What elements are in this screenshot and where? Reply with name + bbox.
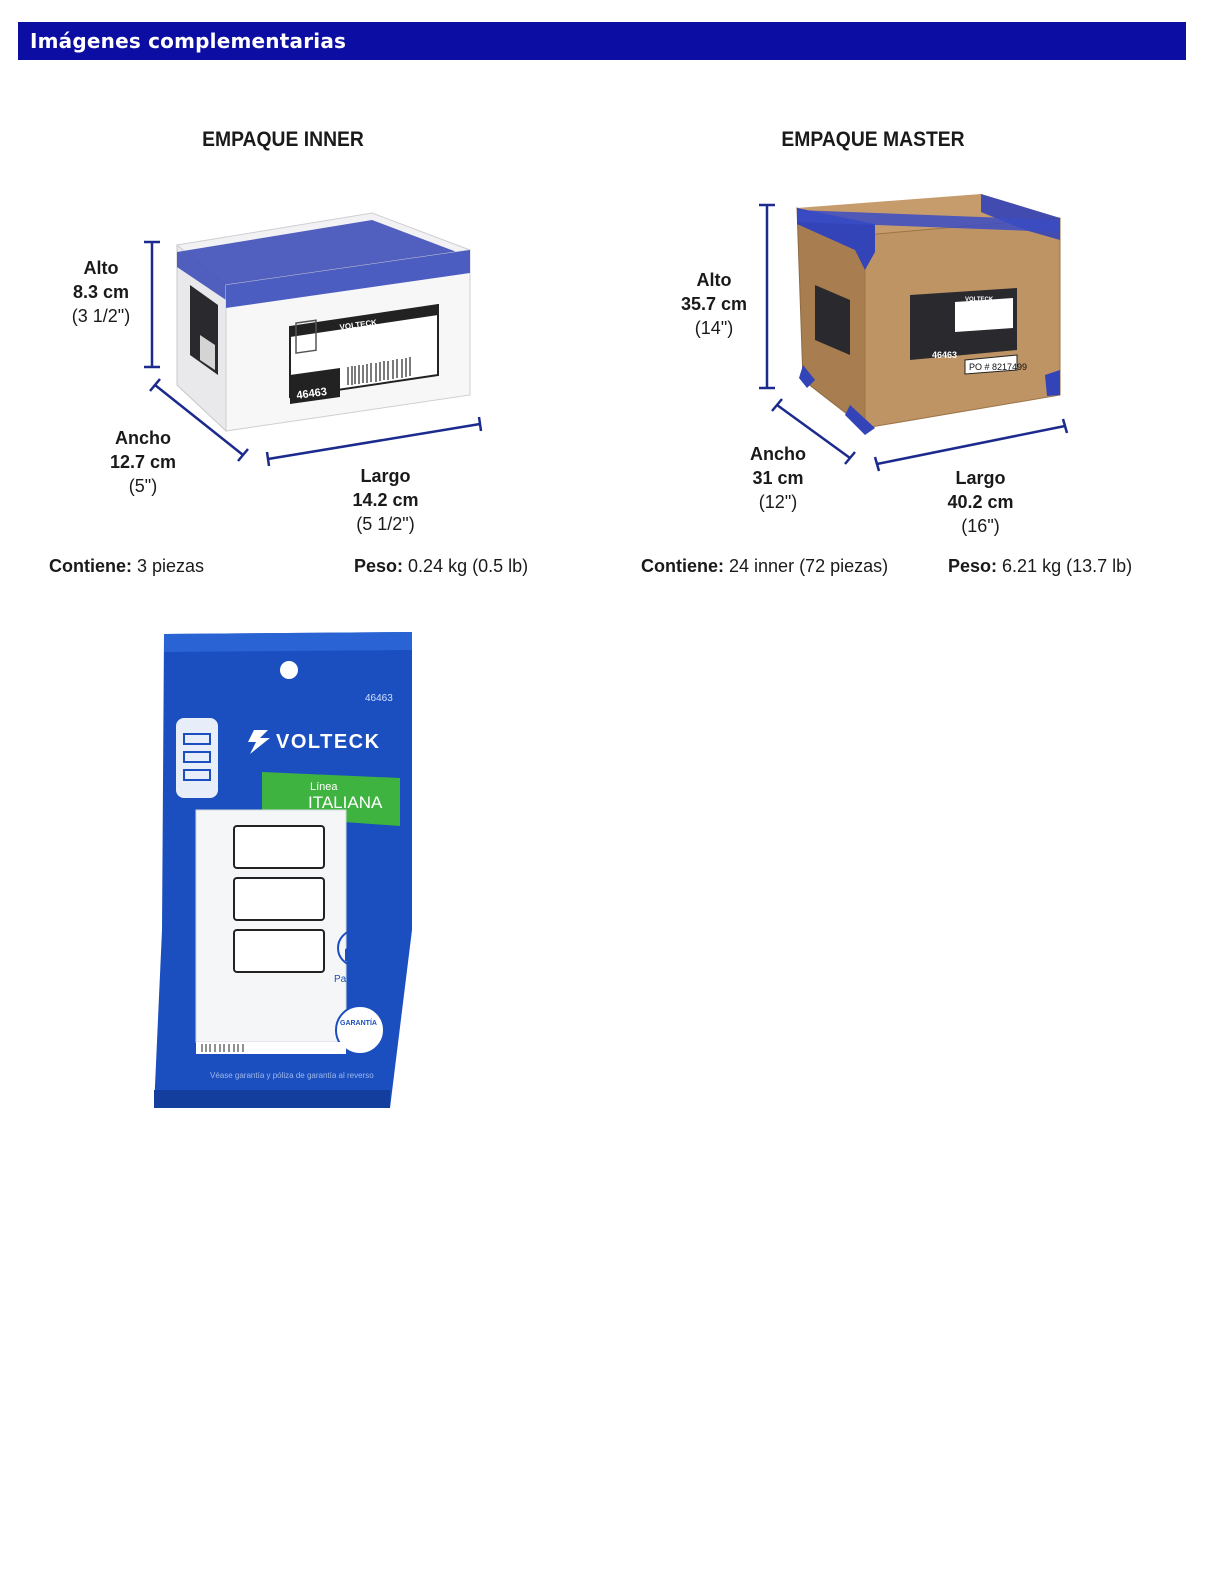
master-alto: Alto 35.7 cm (14")	[680, 270, 748, 338]
master-box-po: PO # 8217499	[969, 362, 1027, 372]
hang-hole-icon	[280, 661, 298, 679]
inner-peso: Peso: 0.24 kg (0.5 lb)	[354, 556, 529, 576]
master-title: EMPAQUE MASTER	[781, 128, 965, 151]
master-ancho: Ancho 31 cm (12")	[750, 444, 806, 512]
switch-rocker-1	[233, 825, 325, 869]
inner-largo: Largo 14.2 cm (5 1/2")	[352, 466, 419, 534]
volteck-logo-icon	[248, 730, 270, 754]
package-footer: Véase garantía y póliza de garantía al r…	[210, 1071, 374, 1080]
product-brand: VOLTECK	[276, 731, 381, 753]
guarantee-seal-icon	[335, 1005, 385, 1055]
master-box-illustration: 46463 PO # 8217499 VOLTECK	[759, 194, 1069, 472]
line-small: Línea	[310, 781, 338, 793]
switch-rocker-2	[233, 877, 325, 921]
master-box-brand: VOLTECK	[965, 297, 994, 303]
product-package-image: 46463 VOLTECK Línea ITALIANA Para interi…	[154, 632, 412, 1108]
product-code: 46463	[365, 693, 393, 704]
master-box-code: 46463	[932, 350, 957, 360]
inner-box-illustration: 46463 VOLTECK	[144, 212, 483, 467]
master-peso: Peso: 6.21 kg (13.7 lb)	[948, 556, 1133, 576]
indoor-label-en: Indoor	[346, 985, 375, 996]
master-largo: Largo 40.2 cm (16")	[947, 468, 1014, 536]
guarantee-label: GARANTÍA	[340, 1018, 377, 1027]
section-header: Imágenes complementarias	[18, 22, 1186, 60]
line-big: ITALIANA	[308, 793, 383, 812]
inner-title: EMPAQUE INNER	[202, 128, 364, 151]
switch-mini-icon	[176, 718, 218, 798]
section-title: Imágenes complementarias	[30, 29, 347, 53]
switch-rocker-3	[233, 929, 325, 973]
inner-alto: Alto 8.3 cm (3 1/2")	[71, 258, 131, 326]
master-contiene: Contiene: 24 inner (72 piezas)	[641, 556, 889, 576]
inner-ancho: Ancho 12.7 cm (5")	[109, 428, 177, 496]
indoor-house-icon	[337, 929, 375, 967]
inner-contiene: Contiene: 3 piezas	[49, 556, 205, 576]
indoor-label: Para interior	[334, 974, 389, 985]
inner-box-code: 46463	[296, 386, 328, 402]
